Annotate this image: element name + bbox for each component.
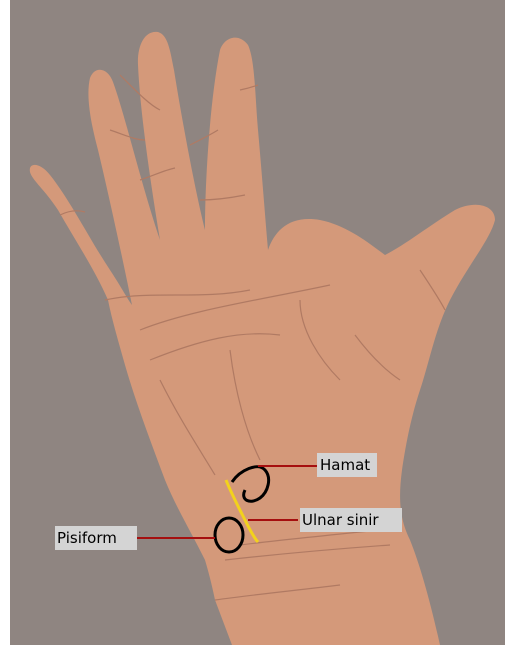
pisiform-label: Pisiform [57,529,117,547]
hamat-label: Hamat [320,456,370,474]
ulnar-sinir-label: Ulnar sinir [302,511,379,529]
white-margin-left [0,0,10,645]
